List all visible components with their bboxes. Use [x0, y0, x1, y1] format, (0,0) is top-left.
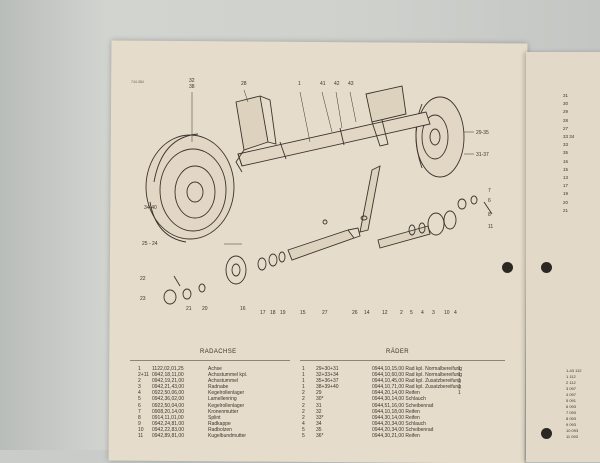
- part-label-4-second: 4: [454, 310, 457, 316]
- part-label-42: 42: [334, 81, 340, 87]
- right-mounting-bracket: [365, 85, 407, 147]
- right-table-divider: [300, 360, 505, 361]
- part-label-34-40: 34-40: [144, 205, 157, 211]
- tapered-axle-stub: [287, 219, 361, 261]
- part-label-19: 19: [280, 310, 286, 316]
- part-label-3: 3: [432, 310, 435, 316]
- part-label-23: 23: [140, 296, 146, 302]
- part-label-16: 16: [240, 306, 246, 312]
- punch-hole: [502, 262, 513, 273]
- part-label-1: 1: [298, 81, 301, 87]
- part-label-12: 12: [382, 310, 388, 316]
- part-label-2: 2: [400, 310, 403, 316]
- side-page-part-numbers: 31 30 29 28 27 33 34 33 35 16 15 13 17 1…: [563, 93, 575, 213]
- part-label-38: 38: [189, 84, 195, 90]
- support-strut: [359, 165, 381, 233]
- part-label-6: 6: [488, 198, 491, 204]
- part-label-10: 10: [444, 310, 450, 316]
- part-label-7: 7: [488, 188, 491, 194]
- axle-exploded-view-drawing: 32 38 28 1 41 42 43 29-35 31-37 34-40 25…: [140, 78, 493, 316]
- side-page-parts-list: 1-43 112 1 112 2 112 3 097 4 097 5 091 6…: [566, 368, 582, 439]
- part-label-28: 28: [241, 81, 247, 87]
- part-label-8: 8: [488, 212, 491, 218]
- left-mounting-bracket: [235, 95, 277, 173]
- part-label-17: 17: [260, 310, 266, 316]
- right-wheel-tire: [415, 96, 465, 178]
- part-label-29-35: 29-35: [476, 130, 489, 136]
- part-label-18: 18: [270, 310, 276, 316]
- left-table-heading: RADACHSE: [200, 349, 237, 355]
- part-label-43: 43: [348, 81, 354, 87]
- part-label-26: 26: [352, 310, 358, 316]
- part-label-11: 11: [488, 224, 493, 230]
- part-label-14: 14: [364, 310, 370, 316]
- part-label-21: 21: [186, 306, 192, 312]
- right-table-heading: RÄDER: [386, 349, 410, 355]
- part-label-22: 22: [140, 276, 146, 282]
- part-label-32: 32: [189, 78, 195, 84]
- part-label-20: 20: [202, 306, 208, 312]
- part-label-31-37: 31-37: [476, 152, 489, 158]
- part-label-25-24: 25 - 24: [142, 241, 158, 247]
- part-label-41: 41: [320, 81, 326, 87]
- part-label-15: 15: [300, 310, 306, 316]
- hub-assembly-right: [377, 195, 493, 249]
- left-table-divider: [130, 360, 290, 361]
- left-wheel-tire: [145, 133, 235, 243]
- punch-hole: [541, 262, 552, 273]
- hub-assembly-left: [163, 251, 286, 305]
- drawing-reference-code: 744-384: [131, 80, 144, 84]
- adjacent-catalog-page: [526, 52, 600, 462]
- punch-hole: [541, 428, 552, 439]
- part-label-4: 4: [421, 310, 424, 316]
- part-label-27: 27: [322, 310, 328, 316]
- part-label-5: 5: [410, 310, 413, 316]
- axle-beam: [237, 111, 431, 167]
